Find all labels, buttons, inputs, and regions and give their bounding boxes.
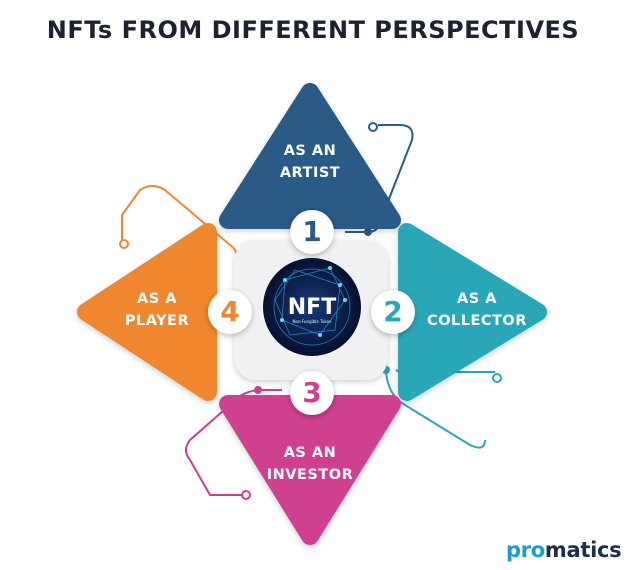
nft-badge-text: NFT — [288, 295, 336, 320]
number-1: 1 — [290, 210, 334, 254]
number-2: 2 — [371, 290, 415, 334]
nft-badge-subtitle: Non-Fungible Token — [293, 319, 332, 324]
number-3: 3 — [290, 371, 334, 415]
circuit-line-collector — [385, 330, 486, 449]
circuit-line-artist — [345, 124, 414, 233]
promatics-logo: promatics — [506, 538, 622, 562]
page-title: NFTs FROM DIFFERENT PERSPECTIVES — [46, 16, 580, 44]
number-4: 4 — [208, 290, 252, 334]
